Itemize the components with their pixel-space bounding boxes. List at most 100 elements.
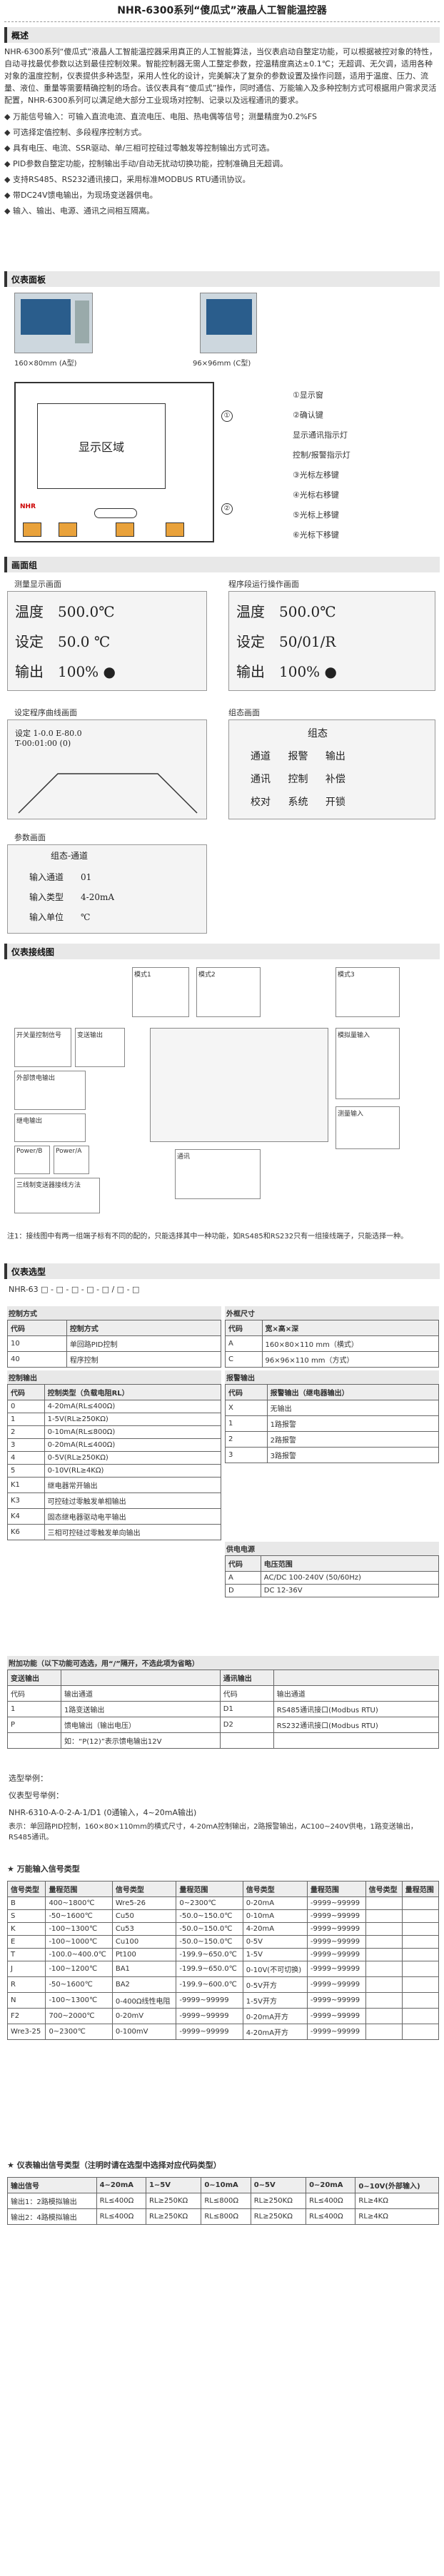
- table-cell: [365, 1961, 403, 1977]
- up-key[interactable]: [116, 522, 134, 537]
- transmit-header: ★ 仪表输出信号类型（注明时请在选型中选择对应代码类型）: [7, 2161, 221, 2170]
- table-cell: [401, 1948, 440, 1961]
- table-cell: 4-20mA开方: [242, 2024, 308, 2040]
- legend-item: ⑥光标下移键: [293, 530, 339, 540]
- table-cell: [219, 1732, 274, 1749]
- table-cell: -100~1300℃: [45, 1992, 113, 2009]
- device-size-c: 96×96mm (C型): [193, 360, 251, 368]
- table-cell: Cu100: [111, 1935, 177, 1949]
- table-cell: [273, 1732, 440, 1749]
- table-cell: 代码: [225, 1320, 263, 1336]
- program-screen: 温度 500.0℃ 设定 50/01/R 输出 100% ●: [228, 591, 435, 691]
- table-cell: 1-5V(RL≥250KΩ): [44, 1413, 222, 1426]
- legend-item: 显示通讯指示灯: [293, 430, 348, 440]
- table-row: 代码宽×高×深: [225, 1320, 439, 1336]
- screens-header: 画面组: [4, 557, 440, 572]
- wiring-block-powerb: Power/B: [14, 1146, 50, 1174]
- table-cell: 输出2：4路模拟输出: [7, 2208, 97, 2225]
- table-cell: 4-20mA: [242, 1922, 308, 1936]
- table-cell: 0-400Ω线性电阻: [111, 1992, 177, 2009]
- table-cell: K3: [7, 1492, 45, 1509]
- table-cell: 0~20mA: [306, 2177, 356, 2193]
- wiring-block-mode1: 模式1: [132, 967, 189, 1017]
- table-cell: RL≥250KΩ: [250, 2193, 307, 2209]
- table-cell: -100.0~400.0℃: [45, 1948, 113, 1961]
- table-cell: 信号类型: [6, 1881, 46, 1897]
- down-key[interactable]: [166, 522, 184, 537]
- left-key[interactable]: [23, 522, 41, 537]
- table-cell: 4-20mA(RL≤400Ω): [44, 1400, 222, 1413]
- table-cell: F2: [6, 2008, 46, 2024]
- table-cell: RL≥4KΩ: [355, 2208, 439, 2225]
- table-cell: DC 12-36V: [260, 1584, 440, 1597]
- table-cell: 0-20mA(RL≤400Ω): [44, 1438, 222, 1452]
- table-cell: 报警输出（继电器输出）: [266, 1384, 440, 1400]
- table-cell: 电压范围: [260, 1555, 440, 1572]
- state-title: 组态画面: [228, 708, 260, 717]
- wiring-block-comm: 通讯: [175, 1149, 261, 1199]
- table-cell: 0-5V: [242, 1935, 308, 1949]
- table-cell: 1~5V: [145, 2177, 202, 2193]
- table-cell: -9999~99999: [176, 2024, 243, 2040]
- table-cell: -9999~99999: [176, 2008, 243, 2024]
- table-cell: 输出通道: [273, 1685, 440, 1702]
- table-cell: 0~10mA: [201, 2177, 251, 2193]
- table-cell: 5: [7, 1464, 45, 1478]
- table-cell: 700~2000℃: [45, 2008, 113, 2024]
- table-cell: -50~1600℃: [45, 1909, 113, 1923]
- table-cell: 2: [7, 1425, 45, 1439]
- table-cell: -199.9~650.0℃: [176, 1948, 243, 1961]
- table-cell: Pt100: [111, 1948, 177, 1961]
- table-cell: [365, 2008, 403, 2024]
- table-cell: BA2: [111, 1976, 177, 1993]
- table-cell: RL≤400Ω: [96, 2208, 146, 2225]
- table-cell: 代码: [225, 1384, 268, 1400]
- right-key[interactable]: [59, 522, 77, 537]
- table-cell: -100~1000℃: [45, 1935, 113, 1949]
- table-cell: 0-5V(RL≥250KΩ): [44, 1451, 222, 1465]
- table-cell: -9999~99999: [306, 1909, 366, 1923]
- table-cell: 0~10V(外部输入): [355, 2177, 439, 2193]
- table-row: 代码输出通道代码输出通道: [6, 1685, 440, 1702]
- table-cell: 1路变送输出: [61, 1701, 221, 1717]
- table-cell: X: [225, 1400, 268, 1416]
- table-cell: -100~1200℃: [45, 1961, 113, 1977]
- wiring-block-transmit: 变送输出: [75, 1028, 125, 1067]
- legend-item: ①显示窗: [293, 390, 323, 400]
- table-cell: RL≥250KΩ: [145, 2193, 202, 2209]
- model-code: NHR-63 □ - □ - □ - □ - □ / □ - □: [9, 1285, 140, 1294]
- table-cell: 变送输出: [6, 1670, 62, 1686]
- device-buttons-a: [75, 300, 89, 343]
- table-cell: RS232通讯接口(Modbus RTU): [273, 1717, 440, 1733]
- table-cell: R: [6, 1976, 46, 1993]
- table-cell: 400~1800℃: [45, 1896, 113, 1910]
- table-cell: [401, 1922, 440, 1936]
- feature-item: ◆ PID参数自整定功能，控制输出手动/自动无扰动切换功能，控制准确且无超调。: [4, 159, 288, 168]
- wiring-section: 仪表接线图: [4, 944, 440, 959]
- table-cell: 控制方式: [66, 1320, 222, 1336]
- table-cell: 1路报警: [266, 1415, 440, 1432]
- table-row: 代码报警输出（继电器输出）: [225, 1384, 440, 1400]
- table-cell: 3路报警: [266, 1447, 440, 1463]
- table-cell: [365, 1992, 403, 2009]
- legend-item: 控制/报警指示灯: [293, 450, 350, 460]
- table-cell: 0-20mA开方: [242, 2008, 308, 2024]
- table-cell: N: [6, 1992, 46, 2009]
- table-cell: 量程范围: [306, 1881, 366, 1897]
- table-cell: 0-20mA: [242, 1896, 308, 1910]
- table-cell: [365, 2024, 403, 2040]
- legend-item: ③光标左移键: [293, 470, 339, 480]
- display-area: 显示区域: [37, 403, 166, 489]
- table-cell: -9999~99999: [306, 1992, 366, 2009]
- table-cell: 1: [225, 1415, 268, 1432]
